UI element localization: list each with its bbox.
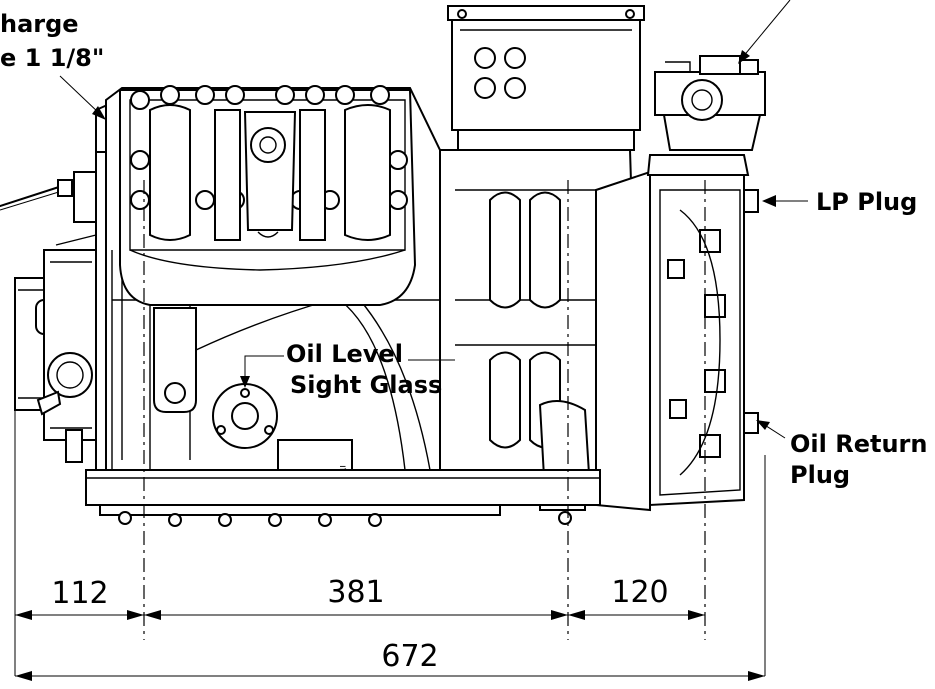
dim-381: 381 xyxy=(327,575,384,610)
discharge-label-line2: e 1 1/8" xyxy=(0,44,104,72)
lp-plug-label: LP Plug xyxy=(816,188,917,216)
lp-plug-callout: LP Plug xyxy=(762,188,917,216)
discharge-label-line1: harge xyxy=(0,10,79,38)
dim-112: 112 xyxy=(51,576,108,611)
oil-level-label-line1: Oil Level xyxy=(286,340,403,368)
oil-level-callout: Oil Level Sight Glass xyxy=(240,340,455,399)
dim-672: 672 xyxy=(381,639,438,674)
oil-return-label-line1: Oil Return xyxy=(790,430,927,458)
svg-text:ıſ: ıſ xyxy=(337,465,348,472)
oil-level-label-line2: Sight Glass xyxy=(290,371,442,399)
discharge-callout: harge e 1 1/8" xyxy=(0,10,106,120)
oil-return-callout: Oil Return Plug xyxy=(756,420,927,489)
suction-callout-leader xyxy=(738,0,791,64)
extension-lines xyxy=(14,180,766,676)
terminal-box xyxy=(447,5,645,151)
motor-end-cover xyxy=(595,154,759,512)
dimension-arrows xyxy=(15,610,765,681)
base-plate xyxy=(85,469,601,527)
suction-valve xyxy=(654,55,766,151)
left-end-cover xyxy=(0,100,115,471)
cylinder-head-assembly xyxy=(119,85,417,306)
oil-return-label-line2: Plug xyxy=(790,461,850,489)
oil-sight-glass xyxy=(212,383,278,449)
dim-120: 120 xyxy=(611,575,668,610)
dimension-labels: 112 381 120 672 xyxy=(51,575,668,674)
